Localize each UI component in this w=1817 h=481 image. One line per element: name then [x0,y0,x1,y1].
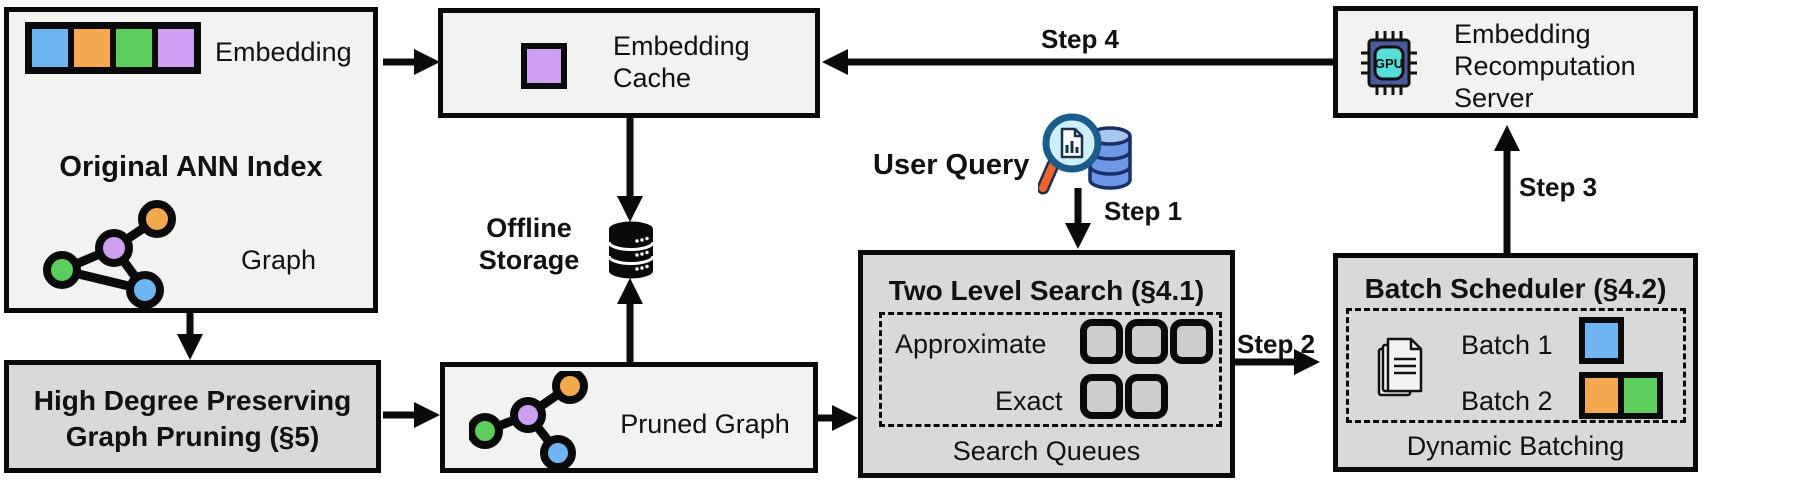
query-search-icon [1038,113,1132,195]
graph-pruning-box: High Degree Preserving Graph Pruning (§5… [4,360,381,473]
two-level-search-box: Two Level Search (§4.1) Approximate Exac… [858,250,1235,478]
offline-storage-label: Offline Storage [460,212,598,277]
queue-slot [1125,319,1168,364]
dynamic-batching-caption: Dynamic Batching [1406,431,1625,461]
embedding-cell-purple [155,26,197,70]
recomputation-line1: Embedding [1454,19,1591,49]
original-ann-index-title: Original ANN Index [59,151,323,183]
graph-node-green [43,251,81,289]
queue-slot [1080,319,1123,364]
batch2-items [1579,372,1663,419]
graph-pruning-title: High Degree Preserving Graph Pruning (§5… [9,383,376,456]
batch1-item-blue [1579,317,1624,364]
database-icon [607,221,655,279]
pruned-node-green [469,413,503,449]
gpu-text: GPU [1375,56,1403,71]
magnifier-handle [1039,161,1057,192]
graph-node-purple [95,229,133,267]
batch-scheduler-title: Batch Scheduler (§4.2) [1364,273,1667,304]
embedding-label: Embedding [215,37,352,67]
pruned-node-blue [540,435,576,471]
original-ann-index-box: Embedding Original ANN Index Graph [4,7,378,313]
batch1-items [1579,317,1624,364]
documents-icon [1377,337,1423,397]
recomputation-server-box: GPU Embedding Recomputation Server [1333,6,1698,118]
recomputation-server-label: Embedding Recomputation Server [1454,19,1636,115]
step1-label: Step 1 [1104,196,1183,226]
batch2-item-green [1618,372,1663,419]
queue-slot [1080,374,1123,419]
embedding-vector-icon [25,22,201,74]
graph-node-orange [138,200,176,238]
embedding-cell-orange [71,26,113,70]
graph-icon [43,200,176,309]
exact-label: Exact [995,386,1063,416]
batch2-label: Batch 2 [1461,386,1553,416]
recomputation-line2: Recomputation [1454,50,1636,81]
step3-label: Step 3 [1519,172,1598,202]
dynamic-batching-panel: Batch 1 Batch 2 [1346,308,1686,423]
pruned-graph-icon [469,371,588,471]
embedding-cache-line1: Embedding [613,31,750,61]
pruned-node-purple [510,397,546,433]
embedding-cache-box: Embedding Cache [438,8,820,118]
offline-storage-line1: Offline [486,213,572,243]
embedding-cache-label: Embedding Cache [613,30,750,95]
queue-slot [1170,319,1213,364]
pruned-graph-box: Pruned Graph [440,362,818,473]
embedding-cache-line2: Cache [613,63,692,94]
pruned-node-orange [552,371,588,404]
exact-queues [1080,374,1170,419]
embedding-cell-blue [29,26,71,70]
offline-storage-line2: Storage [478,245,580,276]
user-query-label: User Query [873,149,1030,181]
two-level-search-title: Two Level Search (§4.1) [888,275,1205,306]
embedding-cell-green [113,26,155,70]
document-chart-glyph [1060,127,1084,159]
graph-pruning-line2: Graph Pruning (§5) [65,421,320,453]
search-queues-panel: Approximate Exact [879,312,1222,427]
batch-scheduler-box: Batch Scheduler (§4.2) Batch 1 Batch 2 [1333,253,1698,472]
graph-pruning-line1: High Degree Preserving [33,385,352,416]
batch1-label: Batch 1 [1461,330,1553,360]
step2-label: Step 2 [1237,329,1316,359]
cached-embedding-icon [521,43,567,89]
pruned-graph-label: Pruned Graph [620,409,790,439]
gpu-icon: GPU [1361,31,1417,95]
queue-slot [1125,374,1168,419]
search-queues-caption: Search Queues [952,436,1141,466]
graph-label: Graph [241,245,317,275]
approximate-queues [1080,319,1215,364]
approximate-label: Approximate [895,329,1047,359]
step4-label: Step 4 [1040,24,1120,54]
recomputation-line3: Server [1454,82,1534,113]
graph-node-blue [126,271,164,309]
